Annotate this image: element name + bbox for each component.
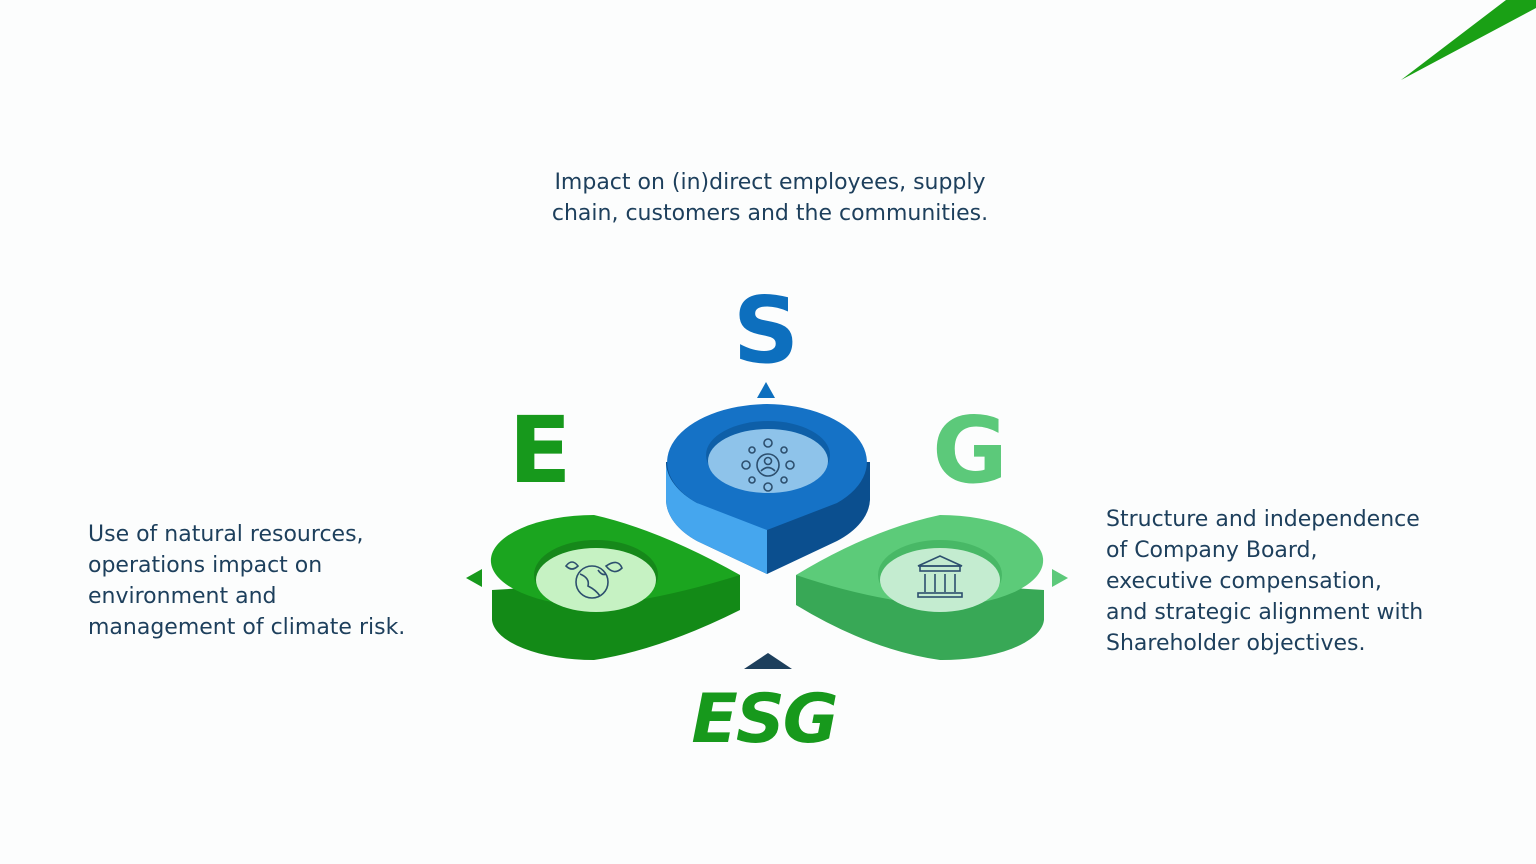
governance-description: Structure and independence of Company Bo… [1106, 504, 1423, 659]
governance-petal [796, 515, 1044, 661]
esg-center-label: ESG [691, 680, 836, 759]
globe-leaf-icon [564, 561, 623, 599]
environmental-description: Use of natural resources, operations imp… [88, 519, 405, 643]
corner-accent-shape [1401, 0, 1536, 80]
environmental-letter: E [509, 397, 572, 504]
governance-description-line: of Company Board, [1106, 538, 1318, 563]
governance-letter: G [932, 397, 1008, 504]
social-description: Impact on (in)direct employees, supply c… [520, 167, 1020, 229]
building-columns-icon [917, 555, 963, 598]
environmental-description-line: environment and [88, 584, 277, 609]
environmental-petal [490, 515, 740, 661]
governance-description-line: Structure and independence [1106, 507, 1420, 532]
social-description-line: Impact on (in)direct employees, supply [554, 170, 986, 195]
governance-description-line: and strategic alignment with [1106, 600, 1424, 625]
social-petal [666, 404, 870, 574]
social-arrow-icon [757, 382, 775, 398]
governance-arrow-icon [1052, 569, 1068, 587]
environmental-description-line: management of climate risk. [88, 615, 406, 640]
environmental-arrow-icon [466, 569, 482, 587]
center-arrow-icon [744, 653, 792, 669]
people-network-icon [741, 438, 795, 492]
environmental-description-line: operations impact on [88, 553, 323, 578]
environmental-description-line: Use of natural resources, [88, 522, 364, 547]
social-description-line: chain, customers and the communities. [551, 201, 989, 226]
social-letter: S [733, 277, 799, 384]
governance-description-line: executive compensation, [1106, 569, 1382, 594]
governance-description-line: Shareholder objectives. [1106, 631, 1366, 656]
